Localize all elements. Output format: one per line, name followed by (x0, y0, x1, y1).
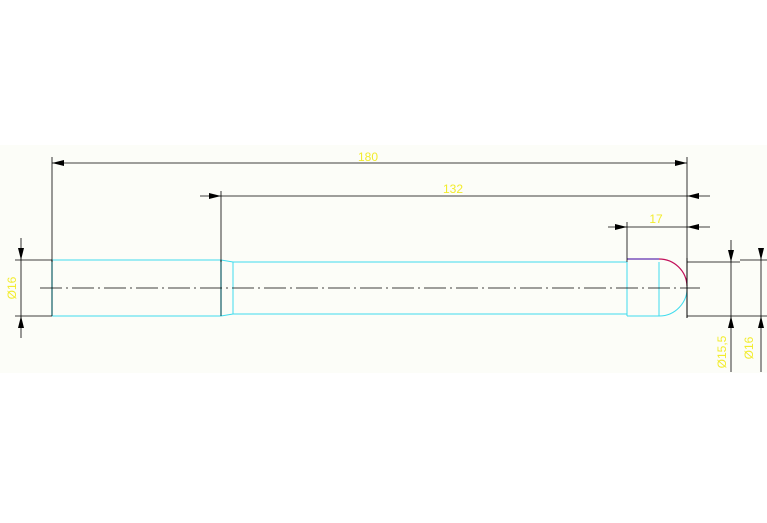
arrow-dia16r-bottom (758, 316, 764, 328)
dimension-17[interactable] (608, 222, 710, 262)
shaft-step-bottom (220, 313, 234, 317)
dim-text-132: 132 (443, 182, 463, 196)
dimension-132[interactable] (200, 191, 710, 262)
dim-text-dia155: Ø15,5 (715, 335, 729, 368)
arrow-17-right (687, 224, 699, 230)
arrow-dia155-top (728, 250, 734, 262)
arrow-132-left (209, 193, 221, 199)
arrow-dia155-bottom (728, 316, 734, 328)
dim-text-17: 17 (649, 212, 663, 226)
arrow-dia-left-top (18, 248, 24, 260)
dim-text-dia16r: Ø16 (742, 336, 756, 359)
dimension-diameter-left[interactable] (15, 238, 52, 338)
dim-text-180: 180 (358, 150, 378, 164)
arrow-dia16r-top (758, 248, 764, 260)
dim-text-dia-left: Ø16 (5, 276, 19, 299)
arrow-dia-left-bottom (18, 316, 24, 328)
arrow-180-left (52, 160, 64, 166)
arrow-132-right (687, 193, 699, 199)
dimension-diameter-right-small[interactable] (687, 240, 740, 372)
arrow-17-left (615, 224, 627, 230)
dimension-180[interactable] (51, 157, 688, 262)
arrow-180-right (675, 160, 687, 166)
dimension-diameter-right-large[interactable] (740, 248, 767, 372)
shaft-step-top (220, 259, 234, 263)
